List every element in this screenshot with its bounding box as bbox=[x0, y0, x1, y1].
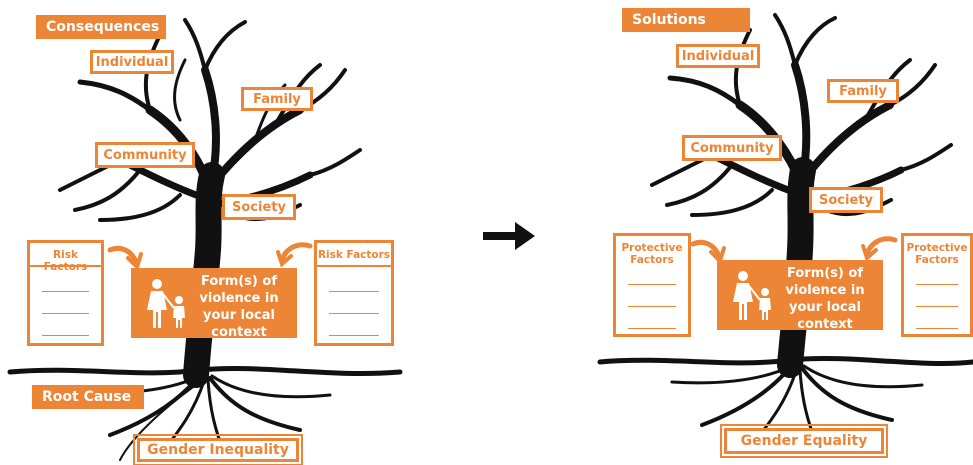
right-individual-label: Individual bbox=[676, 44, 760, 68]
left-community-label: Community bbox=[95, 142, 195, 168]
blank-line bbox=[329, 291, 379, 292]
right-society-label: Society bbox=[809, 187, 883, 213]
protective-factors-title: Protective Factors bbox=[621, 242, 683, 267]
blank-line bbox=[329, 313, 379, 314]
gender-equality-label: Gender Equality bbox=[720, 424, 888, 458]
left-society-label: Society bbox=[222, 194, 296, 220]
protective-factors-title: Protective Factors bbox=[906, 242, 968, 267]
left-risk-factors-box-2: Risk Factors bbox=[314, 240, 394, 346]
factor-divider bbox=[317, 265, 391, 267]
blank-line bbox=[42, 335, 89, 336]
solutions-header: Solutions bbox=[622, 8, 750, 32]
right-tree-silhouette bbox=[597, 13, 973, 447]
root-cause-label: Root Cause bbox=[32, 385, 144, 409]
left-risk-factors-box-1: Risk Factors bbox=[27, 240, 104, 346]
right-family-label: Family bbox=[827, 79, 899, 103]
risk-factors-title: Risk Factors bbox=[43, 249, 88, 274]
violence-context-text: Form(s) of violence in your local contex… bbox=[785, 266, 865, 332]
blank-line bbox=[916, 284, 958, 285]
risk-factors-title: Risk Factors bbox=[317, 249, 391, 261]
right-arrow-icon bbox=[483, 222, 535, 250]
blank-line bbox=[42, 313, 89, 314]
right-protective-factors-box-2: Protective Factors bbox=[901, 233, 973, 337]
woman-and-child-icon bbox=[733, 271, 771, 320]
blank-line bbox=[628, 306, 676, 307]
left-violence-context-box: Form(s) of violence in your local contex… bbox=[131, 268, 297, 340]
violence-context-text: Form(s) of violence in your local contex… bbox=[199, 274, 279, 340]
gender-inequality-label: Gender Inequality bbox=[133, 434, 303, 465]
factor-divider bbox=[30, 265, 101, 267]
blank-line bbox=[329, 335, 379, 336]
left-individual-label: Individual bbox=[90, 50, 174, 74]
right-protective-factors-box-1: Protective Factors bbox=[613, 233, 691, 337]
blank-line bbox=[916, 306, 958, 307]
blank-line bbox=[628, 328, 676, 329]
blank-line bbox=[916, 328, 958, 329]
right-community-label: Community bbox=[682, 135, 782, 161]
left-family-label: Family bbox=[241, 87, 313, 111]
woman-and-child-icon bbox=[147, 279, 185, 328]
blank-line bbox=[42, 291, 89, 292]
left-tree-arrows bbox=[107, 242, 313, 271]
right-violence-context-box: Form(s) of violence in your local contex… bbox=[717, 260, 883, 332]
blank-line bbox=[628, 284, 676, 285]
consequences-header: Consequences bbox=[36, 15, 166, 39]
